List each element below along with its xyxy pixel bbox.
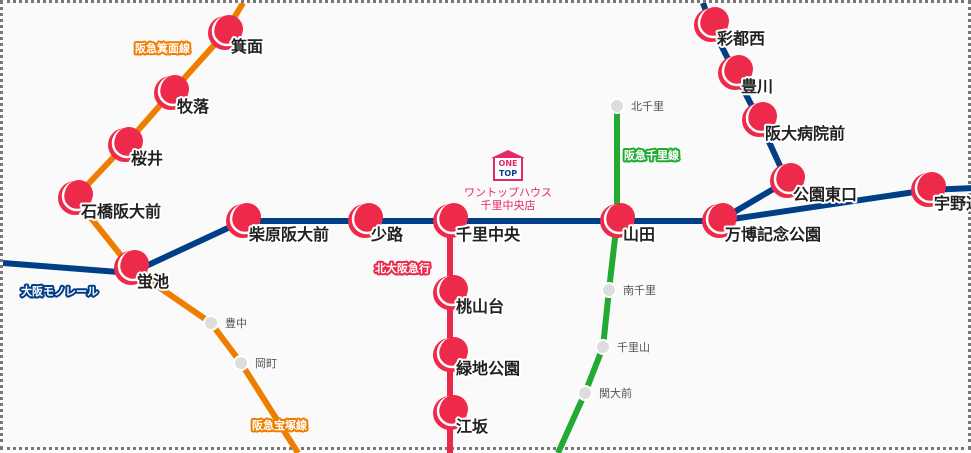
station-label[interactable]: 桜井	[129, 147, 165, 170]
minor-station-marker[interactable]	[577, 385, 593, 401]
shop-name-line2: 千里中央店	[480, 199, 536, 212]
station-label[interactable]: 彩都西	[714, 27, 767, 50]
station-marker-fill	[725, 55, 753, 83]
station-label[interactable]: 桃山台	[454, 295, 506, 318]
station-label[interactable]: 豊川	[739, 75, 775, 98]
station-marker-fill	[749, 102, 777, 130]
station-label[interactable]: 石橋阪大前	[78, 200, 163, 223]
station-marker-fill	[777, 163, 805, 191]
shop-name-line1: ワントップハウス	[464, 186, 552, 199]
minor-station-label[interactable]: 岡町	[255, 357, 277, 370]
station-label[interactable]: 蛍池	[135, 270, 171, 293]
station-label[interactable]: 山田	[621, 223, 657, 246]
station-marker-fill	[440, 337, 468, 365]
station-label[interactable]: 箕面	[228, 35, 265, 58]
line-label-mino: 阪急箕面線	[135, 41, 190, 55]
station-marker-fill	[355, 203, 383, 231]
line-label-kitakyu: 北大阪急行	[375, 261, 430, 275]
station-marker-fill	[215, 15, 243, 43]
minor-station-label[interactable]: 北千里	[631, 100, 664, 113]
station-marker-fill	[121, 250, 149, 278]
minor-station-marker[interactable]	[609, 98, 625, 114]
station-marker-fill	[607, 203, 635, 231]
minor-station-label[interactable]: 関大前	[599, 386, 632, 400]
hankyu-senri-line	[555, 106, 620, 453]
minor-station-marker[interactable]	[601, 282, 617, 298]
station-label[interactable]: 千里中央	[454, 223, 523, 246]
minor-station-label[interactable]: 南千里	[623, 284, 656, 297]
station-marker-fill	[701, 7, 729, 35]
minor-station-marker[interactable]	[233, 355, 249, 371]
line-label-takarazuka: 阪急宝塚線	[252, 418, 307, 432]
minor-station-marker[interactable]	[203, 315, 219, 331]
logo-text-top: ONE	[498, 159, 518, 168]
station-marker-fill	[65, 180, 93, 208]
minor-station-marker[interactable]	[595, 339, 611, 355]
station-label[interactable]: 柴原阪大前	[246, 223, 331, 246]
line-label-monorail: 大阪モノレール	[21, 284, 98, 298]
line-label-senri: 阪急千里線	[624, 148, 679, 162]
station-marker-fill	[440, 275, 468, 303]
logo-text-bottom: TOP	[498, 169, 518, 178]
station-label[interactable]: 江坂	[454, 415, 491, 438]
station-marker-fill	[115, 127, 143, 155]
station-marker-fill	[440, 203, 468, 231]
station-marker-fill	[918, 172, 946, 200]
station-label[interactable]: 公園東口	[791, 183, 859, 206]
station-label[interactable]: 万博記念公園	[722, 223, 823, 246]
station-label[interactable]: 阪大病院前	[763, 122, 847, 145]
station-label[interactable]: 少路	[368, 223, 406, 246]
station-marker-fill	[709, 203, 737, 231]
station-label[interactable]: 宇野辺	[932, 192, 971, 215]
station-marker-fill	[161, 75, 189, 103]
station-marker-fill	[233, 203, 261, 231]
station-label[interactable]: 牧落	[175, 95, 212, 118]
minor-station-label[interactable]: 豊中	[225, 317, 247, 330]
station-label[interactable]: 緑地公園	[454, 357, 522, 380]
station-marker-fill	[440, 395, 468, 423]
minor-station-label[interactable]: 千里山	[617, 341, 650, 354]
